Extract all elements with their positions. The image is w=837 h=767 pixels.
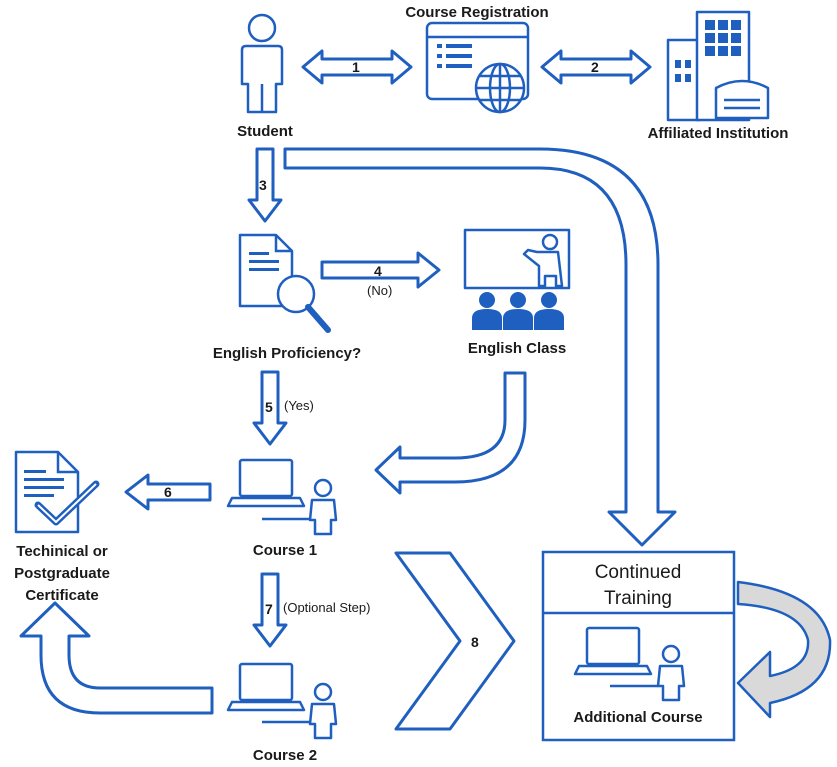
additional-course-label: Additional Course [573,709,702,726]
document-search-icon [238,233,331,333]
step-4-note: (No) [367,283,392,298]
arrow-5-down [252,370,288,446]
arrow-1-double [301,49,413,85]
arrow-7-down [252,572,288,648]
loop-arrow [736,580,832,719]
course2-label: Course 2 [253,747,317,764]
arrow-2-double [540,49,652,85]
step-2-label: 2 [591,59,599,75]
laptop-user-icon [226,458,338,536]
step-7-note: (Optional Step) [283,600,370,615]
course-registration-label: Course Registration [405,4,548,21]
arrow-3-down [247,147,283,223]
certificate-label-2: Postgraduate [14,565,110,582]
english-proficiency-label: English Proficiency? [213,345,361,362]
step-7-label: 7 [265,601,273,617]
continued-training-title-2: Training [604,588,672,609]
certificate-label-3: Certificate [25,587,98,604]
building-icon [666,10,770,122]
arrow-student-to-training [283,147,677,547]
certificate-icon [14,450,100,534]
certificate-label-1: Techinical or [16,543,108,560]
classroom-icon [463,228,571,330]
step-4-label: 4 [374,263,382,279]
step-8-label: 8 [471,634,479,650]
laptop-user-icon [226,662,338,740]
student-label: Student [237,123,293,140]
web-form-icon [425,21,530,114]
chevron-8 [394,551,516,731]
step-6-label: 6 [164,484,172,500]
arrow-6-left [124,473,212,511]
arrow-course2-to-certificate [19,601,214,715]
laptop-user-icon [573,626,686,702]
step-3-label: 3 [259,177,267,193]
person-icon [240,13,284,114]
continued-training-title-1: Continued [595,562,682,583]
step-5-note: (Yes) [284,398,314,413]
arrow-4-right [320,251,441,289]
step-5-label: 5 [265,399,273,415]
english-class-label: English Class [468,340,566,357]
affiliated-institution-label: Affiliated Institution [648,125,789,142]
arrow-english-class-to-course1 [374,371,527,495]
course1-label: Course 1 [253,542,317,559]
step-1-label: 1 [352,59,360,75]
